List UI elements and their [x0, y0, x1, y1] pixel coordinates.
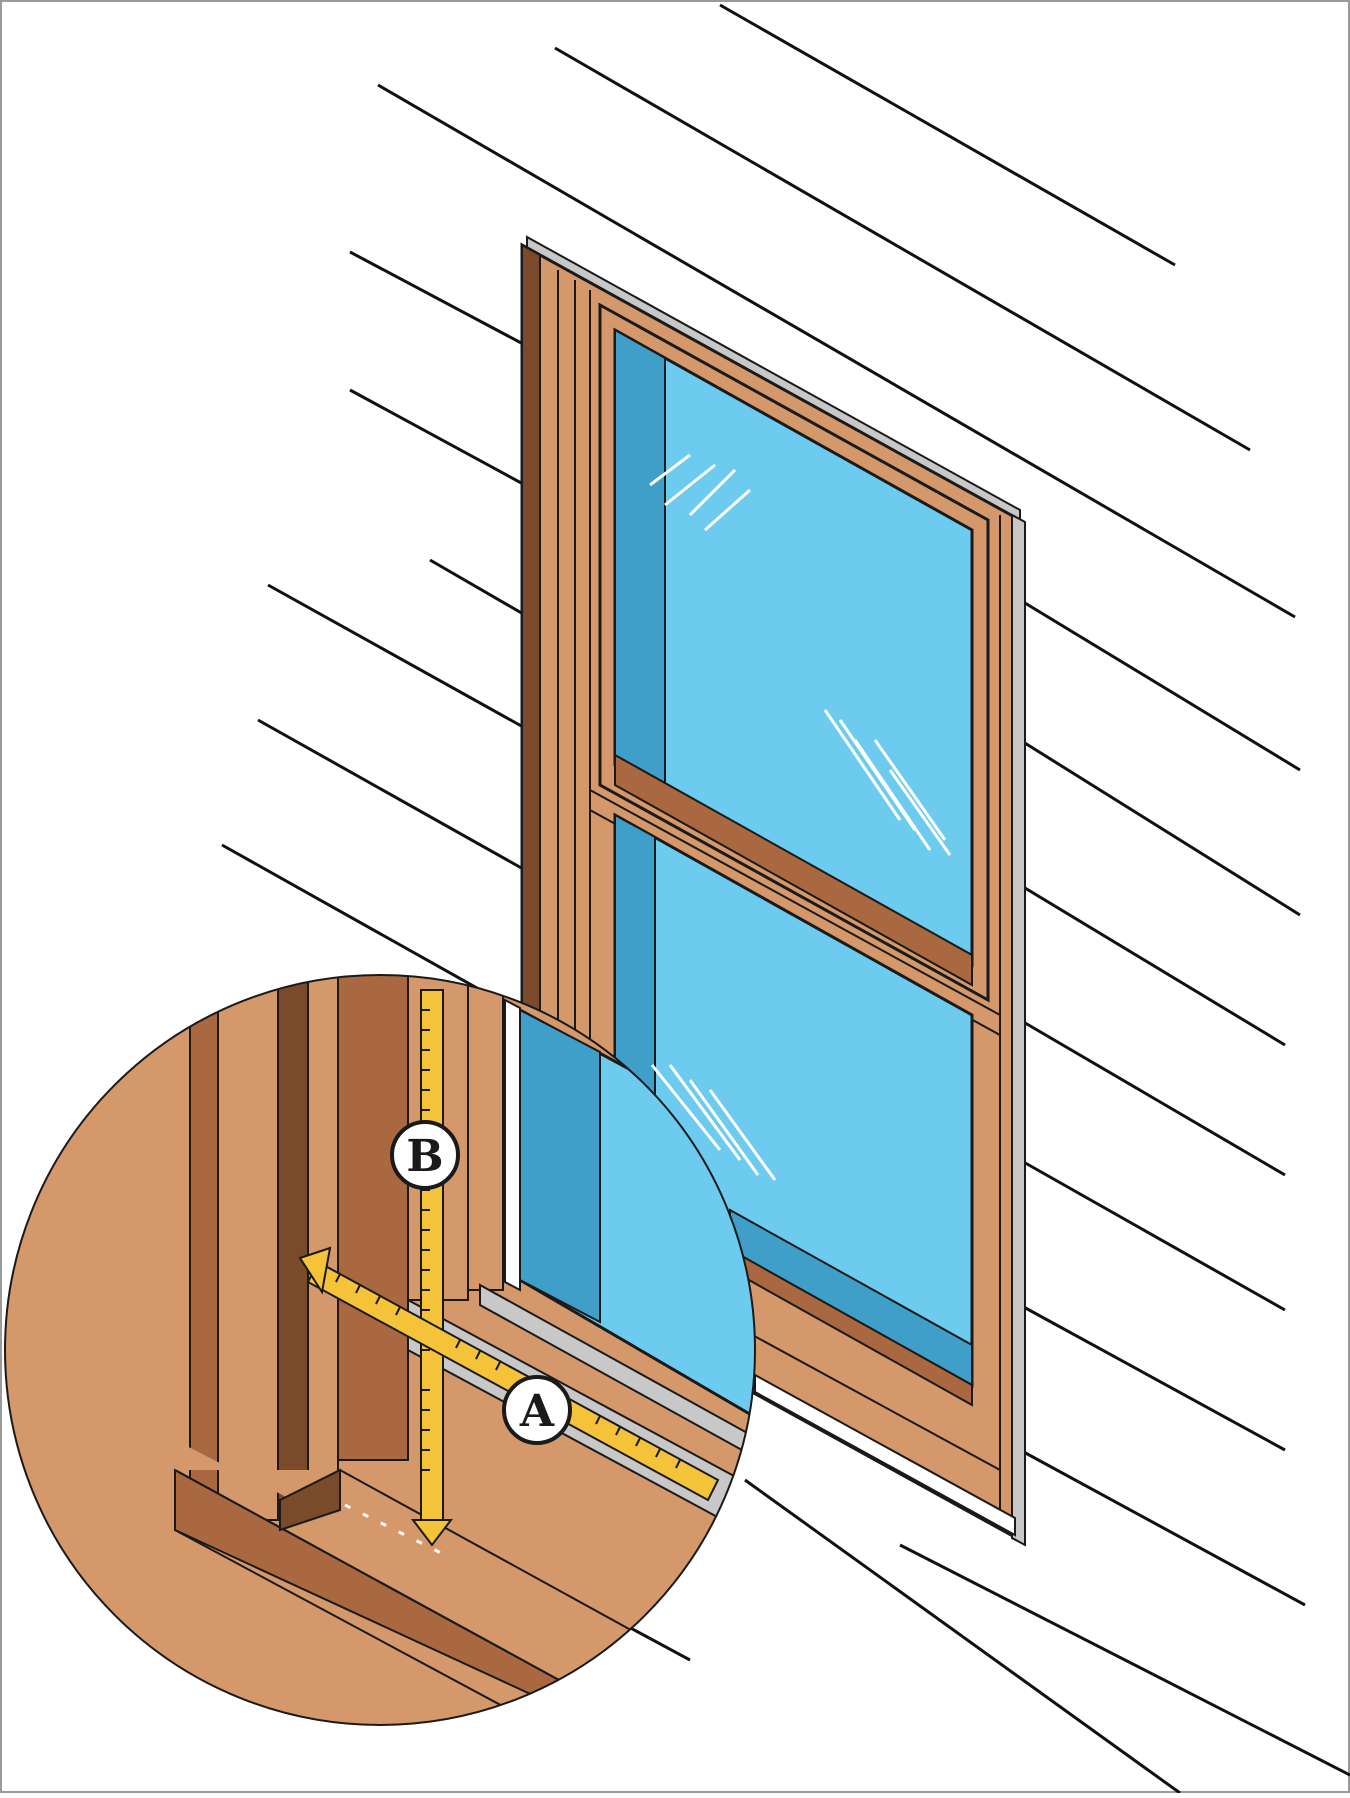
glass-reflections — [649, 453, 952, 1181]
siding-line — [377, 83, 1296, 619]
siding-line — [554, 46, 1251, 452]
siding-line — [1019, 1448, 1306, 1607]
siding-line — [257, 718, 526, 872]
siding-line — [1019, 1158, 1286, 1312]
callout-a-label: A — [519, 1386, 555, 1437]
tape-b-arrow — [410, 1519, 454, 1547]
siding-line — [1019, 883, 1286, 1047]
siding-line — [1019, 1018, 1286, 1177]
upper-sash-rail — [614, 753, 973, 987]
siding-line — [1019, 1303, 1286, 1452]
upper-glass-shade — [614, 328, 666, 795]
siding-line — [1019, 738, 1301, 917]
siding-line — [267, 583, 526, 730]
siding-line — [429, 558, 526, 617]
siding-line — [349, 388, 526, 487]
siding-line — [899, 1543, 1350, 1777]
measuring-tape-a — [298, 1246, 720, 1502]
callout-a: A — [502, 1375, 572, 1445]
siding-line — [349, 250, 526, 347]
siding-line — [1019, 598, 1301, 772]
siding-line — [744, 1478, 1181, 1795]
tape-a-arrow — [298, 1246, 332, 1295]
callout-b: B — [390, 1120, 460, 1190]
siding-line — [719, 3, 1176, 267]
siding-line — [624, 1623, 691, 1662]
callout-b-label: B — [406, 1131, 443, 1182]
siding-lines — [221, 3, 1350, 1795]
frame-right-edge — [1011, 513, 1026, 1547]
